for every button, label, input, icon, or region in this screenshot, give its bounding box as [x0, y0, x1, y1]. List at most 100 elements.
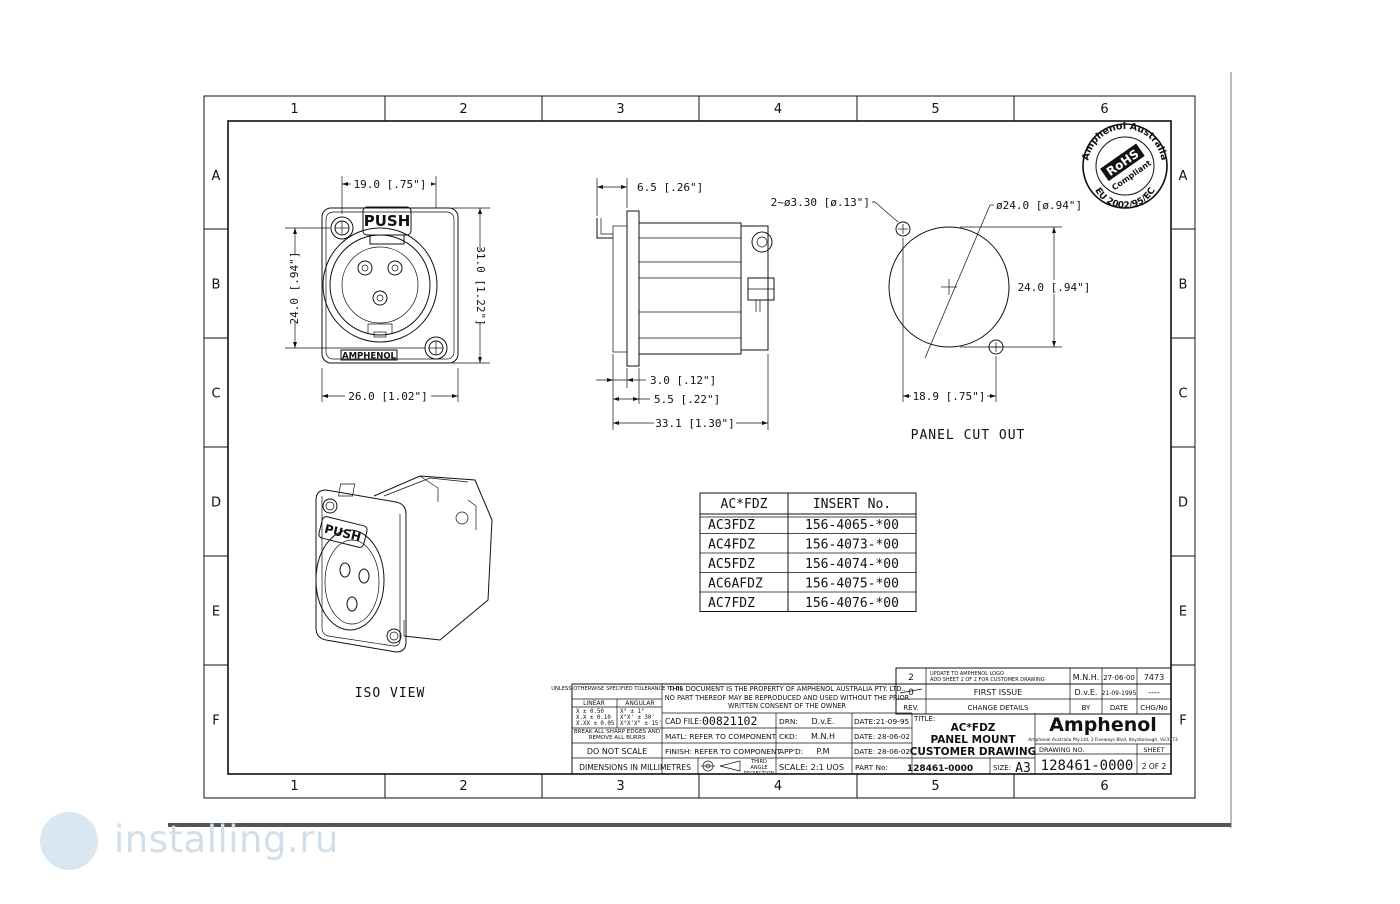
- front-push-label: PUSH: [364, 212, 411, 230]
- insert-row-number: 156-4076-*00: [805, 596, 899, 611]
- watermark-logo-icon: [40, 812, 98, 870]
- tolerance-title: UNLESS OTHERWISE SPECIFIED TOLERANCE TO …: [551, 686, 683, 692]
- insert-header-model: AC*FDZ: [721, 497, 768, 512]
- ckd-value: M.N.H: [811, 732, 835, 741]
- rev-header-details: CHANGE DETAILS: [968, 704, 1030, 712]
- grid-rows-left: A B C D E F: [204, 169, 228, 729]
- dimensions-note: DIMENSIONS IN MILLIMETRES: [579, 763, 691, 772]
- tol-ang-line-1: X° ± 1°: [620, 709, 644, 715]
- cutout-diameter-label: ø24.0 [ø.94"]: [996, 199, 1082, 212]
- date-3: DATE: 28-06-02: [854, 747, 910, 756]
- insert-table-frame: [699, 492, 917, 612]
- front-pin-3: [372, 290, 388, 306]
- insert-row-number: 156-4074-*00: [805, 557, 899, 572]
- front-mount-hole-top: [330, 216, 354, 240]
- rev-1-rev: 2: [908, 673, 914, 683]
- date-2: DATE: 28-06-02: [854, 732, 910, 741]
- front-flange: [321, 207, 459, 364]
- row-label-right: F: [1179, 714, 1186, 729]
- front-dim-right: 31.0 [1.22"]: [474, 246, 487, 325]
- cutout-holes-label: 2~ø3.30 [ø.13"]: [771, 196, 870, 209]
- matl-note: MATL: REFER TO COMPONENT: [665, 732, 777, 741]
- property-note: THIS DOCUMENT IS THE PROPERTY OF AMPHENO…: [664, 685, 910, 711]
- title-line-2: PANEL MOUNT: [930, 734, 1016, 746]
- insert-row-number: 156-4065-*00: [805, 518, 899, 533]
- scale-note: SCALE: 2:1 UOS: [779, 762, 844, 772]
- front-push-latch: [362, 206, 412, 236]
- title-block: 2 UPDATE TO AMPHENOL LOGO ADD SHEET 2 OF…: [551, 667, 1178, 776]
- rev-1-chg: 7473: [1144, 673, 1164, 682]
- iso-push-latch: [318, 516, 368, 548]
- rev-0-rev: 0: [908, 688, 914, 698]
- column-label-top: 6: [1100, 102, 1108, 117]
- row-label-left: D: [211, 496, 221, 511]
- side-dim-c: 33.1 [1.30"]: [655, 417, 734, 430]
- drawing-no-label: DRAWING NO.: [1039, 746, 1084, 754]
- part-no-value: 128461-0000: [907, 764, 973, 774]
- iso-flange: [315, 489, 407, 653]
- finish-note: FINISH: REFER TO COMPONENT: [665, 747, 781, 756]
- insert-row-number: 156-4075-*00: [805, 577, 899, 592]
- column-label-bottom: 3: [616, 779, 624, 794]
- side-body: [638, 222, 742, 355]
- insert-row-model: AC7FDZ: [708, 596, 755, 611]
- sheet-value: 2 OF 2: [1142, 762, 1167, 771]
- title-label: TITLE:: [913, 715, 935, 723]
- brand-address: Amphenol Australia Pty Ltd, 2 Fiveways B…: [1028, 737, 1178, 743]
- rev-header-date: DATE: [1110, 704, 1128, 712]
- row-label-right: C: [1178, 387, 1187, 402]
- row-label-left: F: [212, 714, 219, 729]
- side-dim-b: 5.5 [.22"]: [654, 393, 720, 406]
- cutout-width-label: 18.9 [.75"]: [913, 390, 986, 403]
- cad-file-label: CAD FILE:: [665, 717, 702, 726]
- rev-0-chg: ----: [1148, 688, 1160, 697]
- rev-0-by: D.v.E.: [1075, 688, 1098, 697]
- row-label-left: C: [211, 387, 220, 402]
- row-label-right: E: [1179, 605, 1187, 620]
- sheet-label: SHEET: [1143, 746, 1164, 754]
- rohs-bottom-text: EU 2002/95/EC: [1092, 186, 1158, 211]
- front-dim-top: 19.0 [.75"]: [354, 178, 427, 191]
- drn-label: DRN:: [779, 717, 798, 726]
- title-line-3: CUSTOMER DRAWING: [910, 746, 1037, 758]
- insert-row-model: AC4FDZ: [708, 538, 755, 553]
- front-dim-bottom: 26.0 [1.02"]: [348, 390, 427, 403]
- row-label-left: A: [212, 169, 221, 184]
- tol-line-3: X.XX ± 0.05: [576, 721, 615, 727]
- row-label-right: B: [1179, 278, 1188, 293]
- front-body-outer: [322, 227, 438, 343]
- row-label-left: B: [212, 278, 221, 293]
- side-flange: [626, 210, 640, 367]
- column-label-bottom: 5: [931, 779, 939, 794]
- side-dim-a: 3.0 [.12"]: [650, 374, 716, 387]
- column-label-bottom: 6: [1100, 779, 1108, 794]
- insert-row-model: AC6AFDZ: [708, 577, 763, 592]
- column-label-bottom: 1: [290, 779, 298, 794]
- row-label-right: D: [1178, 496, 1188, 511]
- size-value: A3: [1015, 761, 1031, 776]
- iso-body: [373, 475, 493, 641]
- rev-0-date: 21-09-1995: [1102, 690, 1137, 697]
- iso-caption: ISO VIEW: [355, 686, 426, 701]
- tol-ang-line-2: X°X' ± 30': [620, 715, 655, 721]
- drn-value: D.v.E.: [812, 717, 835, 726]
- front-view: PUSH AMPHENOL 19.0 [.75"] 24.0 [.94"] 31…: [285, 176, 490, 403]
- column-label-top: 2: [459, 102, 467, 117]
- side-dim-top: 6.5 [.26"]: [637, 181, 703, 194]
- row-label-left: E: [212, 605, 220, 620]
- tol-ang-line-3: X°X'X" ± 15': [620, 721, 662, 727]
- rev-header-by: BY: [1082, 704, 1091, 712]
- cutout-caption: PANEL CUT OUT: [911, 428, 1026, 443]
- column-label-top: 4: [774, 102, 782, 117]
- drawing-no-value: 128461-0000: [1041, 758, 1134, 774]
- projection-symbol: [701, 760, 741, 772]
- rev-1-date: 27-06-00: [1103, 674, 1135, 682]
- column-label-top: 3: [616, 102, 624, 117]
- insert-row-model: AC5FDZ: [708, 557, 755, 572]
- cutout-height-label: 24.0 [.94"]: [1018, 281, 1091, 294]
- front-pin-1: [357, 260, 373, 276]
